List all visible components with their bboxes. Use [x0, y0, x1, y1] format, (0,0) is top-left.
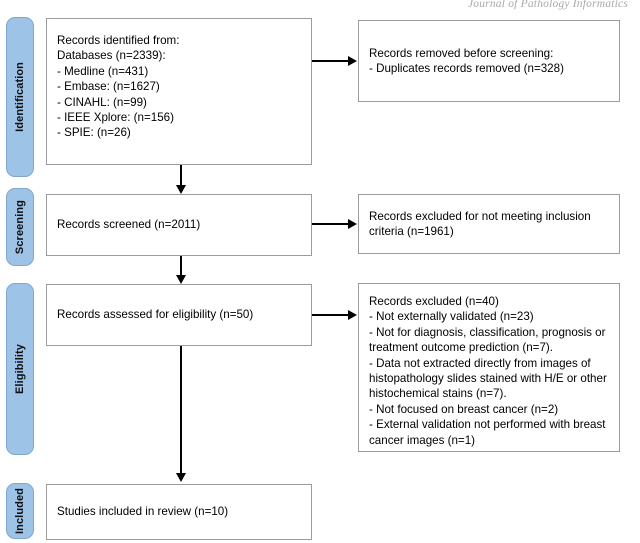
records-screened-text: Records screened (n=2011) [57, 218, 201, 232]
connector-identified-to-screened [179, 165, 183, 188]
stage-tab-eligibility: Eligibility [6, 283, 34, 455]
records-assessed-box: Records assessed for eligibility (n=50) [46, 284, 312, 346]
stage-tab-screening-label: Screening [14, 199, 26, 255]
records-removed-box: Records removed before screening: - Dupl… [358, 20, 620, 102]
records-excluded-eligibility-box: Records excluded (n=40) - Not externally… [358, 283, 620, 452]
connector-assessed-to-included [179, 346, 183, 476]
records-excluded-screening-text: Records excluded for not meeting inclusi… [369, 209, 591, 238]
stage-tab-included: Included [6, 483, 34, 539]
connector-assessed-to-excluded [312, 313, 350, 317]
records-assessed-text: Records assessed for eligibility (n=50) [57, 308, 254, 322]
studies-included-box: Studies included in review (n=10) [46, 484, 312, 540]
connector-screened-to-excluded [312, 222, 350, 226]
arrowhead-assessed-to-excluded [348, 309, 357, 320]
arrowhead-assessed-to-included [175, 473, 186, 482]
records-identified-text: Records identified from: Databases (n=23… [57, 34, 180, 140]
stage-tab-identification-label: Identification [14, 62, 26, 132]
arrowhead-screened-to-assessed [175, 275, 186, 284]
journal-watermark: Journal of Pathology Informatics [467, 0, 628, 10]
records-removed-text: Records removed before screening: - Dupl… [369, 46, 564, 75]
connector-screened-to-assessed [179, 256, 183, 278]
stage-tab-eligibility-label: Eligibility [14, 344, 26, 394]
stage-tab-included-label: Included [14, 487, 26, 535]
stage-tab-screening: Screening [6, 188, 34, 266]
stage-tab-identification: Identification [6, 17, 34, 177]
records-screened-box: Records screened (n=2011) [46, 194, 312, 256]
arrowhead-screened-to-excluded [348, 218, 357, 229]
records-excluded-screening-box: Records excluded for not meeting inclusi… [358, 194, 620, 254]
records-excluded-eligibility-text: Records excluded (n=40) - Not externally… [369, 295, 607, 447]
connector-identified-to-removed [312, 59, 350, 63]
records-identified-box: Records identified from: Databases (n=23… [46, 18, 312, 165]
arrowhead-identified-to-removed [348, 55, 357, 66]
studies-included-text: Studies included in review (n=10) [57, 505, 229, 519]
arrowhead-identified-to-screened [175, 185, 186, 194]
